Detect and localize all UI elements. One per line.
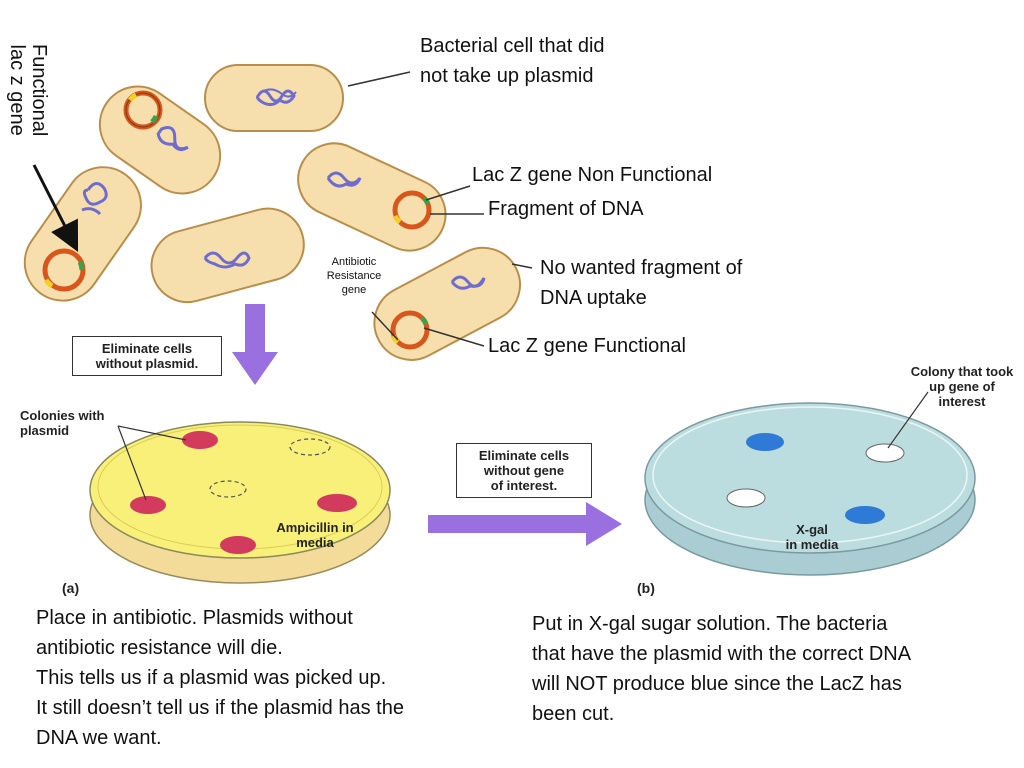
label-lacz-nonfunctional: Lac Z gene Non Functional: [472, 164, 713, 186]
plasmid-nonfunctional-lacz: [392, 190, 432, 230]
blue-colony: [746, 433, 784, 451]
label-antibiotic-gene: Antibiotic Resistance gene: [326, 256, 382, 296]
dead-colony-outline: [209, 480, 247, 498]
white-colony: [865, 443, 905, 463]
label-fragment-dna: Fragment of DNA: [488, 198, 644, 220]
label-ampicillin: Ampicillin in media: [276, 520, 354, 550]
label-colonies-with-plasmid: Colonies with plasmid: [20, 408, 105, 438]
label-xgal: X-gal in media: [785, 522, 839, 552]
caption-right: Put in X-gal sugar solution. The bacteri…: [532, 613, 912, 725]
red-colony: [317, 494, 357, 512]
cell-no-plasmid-2: [150, 207, 305, 304]
plasmid-functional-lacz-2: [390, 310, 430, 350]
leader-lacz-functional: [423, 327, 485, 347]
leader-lacz-nonfunctional: [425, 185, 471, 201]
label-lacz-functional: Lac Z gene Functional: [488, 335, 686, 357]
label-no-plasmid: Bacterial cell that did not take up plas…: [420, 35, 605, 87]
leader-no-wanted: [511, 263, 533, 269]
cell-with-plasmid-3: [297, 142, 447, 252]
cell-no-plasmid: [204, 64, 344, 132]
leader-antibiotic-gene: [371, 311, 399, 341]
cell-with-plasmid-2: [23, 166, 142, 302]
red-colony: [130, 496, 166, 514]
dead-colony-outline: [289, 438, 331, 456]
label-colony-gene: Colony that took up gene of interest: [910, 364, 1014, 409]
blue-colony: [845, 506, 885, 524]
box-eliminate-no-plasmid: Eliminate cells without plasmid.: [72, 336, 222, 376]
white-colony: [726, 488, 766, 508]
caption-left: Place in antibiotic. Plasmids without an…: [36, 607, 404, 749]
cell-with-plasmid-1: [98, 85, 222, 195]
leader-no-plasmid: [347, 71, 411, 87]
label-panel-a: (a): [62, 580, 80, 596]
cell-with-plasmid-4: [373, 246, 521, 361]
petri-dish-b: [644, 391, 976, 576]
label-no-wanted-fragment: No wanted fragment of DNA uptake: [540, 257, 743, 309]
box-eliminate-no-gene: Eliminate cells without gene of interest…: [456, 443, 592, 498]
label-functional-lacz: Functional lac z gene: [6, 44, 50, 137]
red-colony: [182, 431, 218, 449]
right-arrow: [428, 502, 622, 546]
plasmid-1: [123, 90, 163, 130]
arrow-functional-lacz: [32, 164, 79, 253]
label-panel-b: (b): [637, 580, 655, 596]
down-arrow: [232, 304, 278, 385]
petri-dish-a: [89, 421, 391, 584]
red-colony: [220, 536, 256, 554]
